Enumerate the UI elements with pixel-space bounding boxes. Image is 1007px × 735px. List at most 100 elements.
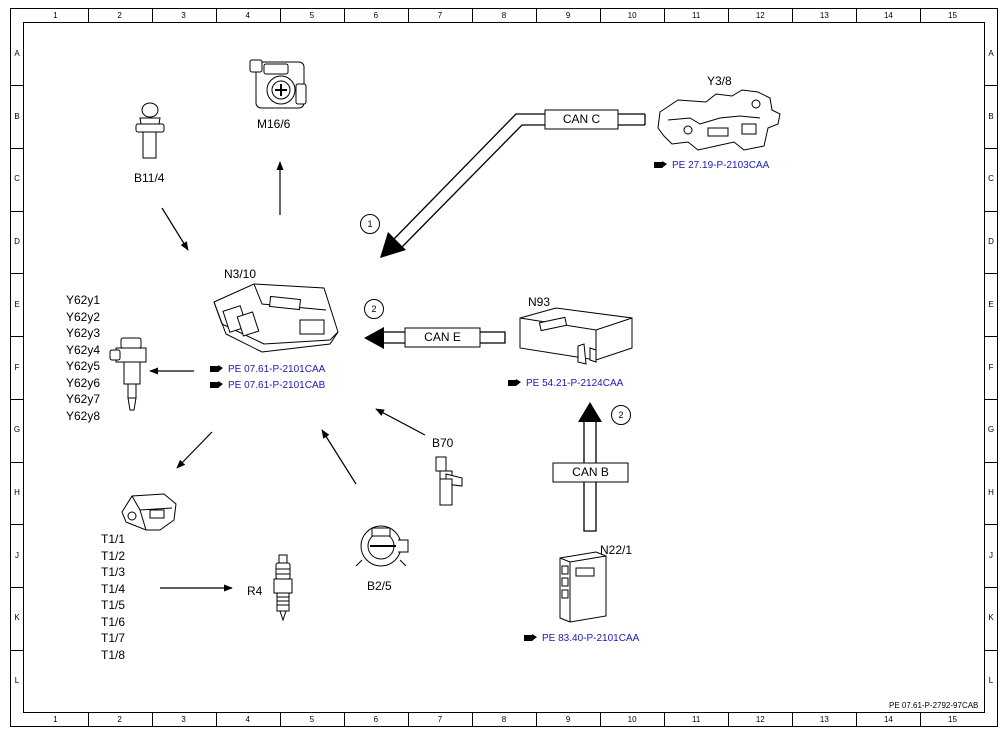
can-c-label-box: [544, 109, 619, 130]
ref-y3-8[interactable]: PE 27.19-P-2103CAA: [654, 159, 769, 172]
label-y62y5: Y62y5: [66, 359, 101, 373]
label-y62y7: Y62y7: [66, 392, 101, 406]
label-b70: B70: [432, 436, 454, 450]
grid-ticks: [10, 8, 998, 727]
can-b-label-box: [552, 462, 629, 483]
pointing-hand-icon: [508, 379, 521, 386]
label-t1-1: T1/1: [101, 532, 126, 546]
me-control-unit-icon: [213, 283, 339, 353]
document-number: PE 07.61-P-2792-97CAB: [889, 701, 979, 710]
arrow-b70-to-n3-10: [375, 408, 426, 436]
can-b-label: CAN B: [572, 465, 609, 479]
grid-col-label-bottom: 2: [117, 714, 122, 724]
grid-col-label-bottom: 14: [883, 714, 893, 724]
grid-col-label-top: 10: [627, 10, 637, 20]
label-t1-7: T1/7: [101, 631, 126, 645]
can-c-bus-line: [392, 113, 646, 248]
grid-row-label-left: H: [14, 487, 20, 497]
grid-row-label-left: C: [14, 174, 20, 184]
crankshaft-sensor-icon: [435, 456, 463, 506]
grid-row-label-left: L: [14, 676, 20, 686]
grid-col-label-top: 5: [309, 10, 315, 20]
pointing-hand-icon: [210, 365, 223, 372]
grid-col-label-bottom: 8: [501, 714, 507, 724]
label-t1-4: T1/4: [101, 581, 126, 596]
grid-col-label-top: 4: [245, 10, 250, 20]
label-t1-6: T1/6: [101, 614, 126, 629]
grid-row-label-right: B: [988, 111, 994, 121]
grid-col-label-top: 8: [501, 10, 507, 20]
label-t1-2: T1/2: [101, 548, 126, 563]
throttle-actuator-icon: [249, 59, 307, 109]
grid-col-label-bottom: 9: [565, 714, 571, 724]
transmission-control-unit-icon: [657, 89, 781, 151]
label-y62y8: Y62y8: [66, 408, 101, 423]
label-y62y4: Y62y4: [66, 342, 101, 357]
grid-col-label-bottom: 10: [627, 714, 637, 724]
grid-col-label-top: 1: [53, 10, 58, 20]
grid-row-label-right: F: [988, 362, 994, 372]
coolant-temperature-sensor-icon: [135, 102, 165, 159]
can-e-marker: 2: [364, 299, 384, 319]
grid-row-label-right: E: [988, 299, 994, 309]
grid-col-label-bottom: 7: [437, 714, 443, 724]
ref-n3-10-a[interactable]: PE 07.61-P-2101CAA: [210, 363, 325, 376]
label-y62y1: Y62y1: [66, 293, 101, 307]
grid-col-label-bottom: 3: [181, 714, 186, 724]
grid-row-label-left: E: [14, 299, 20, 309]
ref-n3-10-b[interactable]: PE 07.61-P-2101CAB: [210, 379, 325, 392]
grid-row-label-right: G: [987, 425, 995, 435]
fuel-injector-icon: [109, 337, 147, 411]
label-t1-5: T1/5: [101, 598, 126, 612]
spark-plug-icon: [273, 554, 293, 622]
arrow-b11-4-to-n3-10: [161, 207, 189, 251]
can-e-arrowhead: [364, 327, 384, 349]
grid-col-label-bottom: 6: [373, 714, 379, 724]
grid-col-label-top: 13: [819, 10, 829, 20]
can-c-label: CAN C: [562, 112, 601, 126]
central-gateway-icon: [519, 307, 633, 365]
grid-col-label-top: 11: [692, 10, 701, 20]
grid-col-label-bottom: 4: [245, 714, 250, 724]
can-b-arrowhead: [578, 402, 602, 422]
grid-row-label-right: D: [988, 237, 994, 247]
grid-row-label-left: A: [14, 48, 20, 58]
grid-col-label-top: 14: [883, 10, 893, 20]
label-r4: R4: [247, 584, 263, 598]
grid-row-label-left: G: [13, 425, 21, 435]
sam-control-unit-icon: [559, 551, 607, 623]
grid-col-label-bottom: 12: [755, 714, 765, 724]
label-n3-10: N3/10: [224, 267, 257, 281]
pointing-hand-icon: [654, 161, 667, 168]
can-c-arrowhead: [380, 232, 406, 258]
signal-arrows: [149, 161, 426, 592]
grid-row-label-right: C: [988, 174, 994, 184]
grid-col-label-bottom: 15: [948, 714, 957, 724]
grid-col-label-top: 3: [181, 10, 186, 20]
label-t1-3: T1/3: [101, 565, 126, 579]
can-c-marker: 1: [360, 214, 380, 234]
label-y62y3: Y62y3: [66, 326, 101, 340]
label-injectors: Y62y1 Y62y2 Y62y3 Y62y4 Y62y5 Y62y6 Y62y…: [66, 292, 100, 424]
ref-n93[interactable]: PE 54.21-P-2124CAA: [508, 377, 623, 390]
grid-row-label-left: D: [14, 237, 20, 247]
grid-col-label-bottom: 5: [309, 714, 315, 724]
arrow-b2-5-to-n3-10: [321, 429, 357, 485]
grid-col-label-top: 15: [948, 10, 957, 20]
grid-col-label-top: 12: [755, 10, 765, 20]
label-n93: N93: [528, 295, 551, 309]
ignition-coil-icon: [121, 493, 177, 531]
can-b-marker: 2: [611, 405, 631, 425]
ref-n22-1[interactable]: PE 83.40-P-2101CAA: [524, 632, 639, 645]
label-coils: T1/1 T1/2 T1/3 T1/4 T1/5 T1/6 T1/7 T1/8: [101, 531, 125, 663]
grid-col-label-top: 6: [373, 10, 379, 20]
grid-col-label-top: 2: [117, 10, 122, 20]
grid-row-label-left: F: [14, 362, 20, 372]
grid-row-label-right: L: [988, 676, 994, 686]
grid-row-label-right: H: [988, 487, 994, 497]
grid-row-label-right: K: [988, 613, 994, 623]
label-b11-4: B11/4: [134, 171, 165, 185]
label-y62y6: Y62y6: [66, 375, 101, 390]
label-b2-5: B2/5: [367, 579, 392, 593]
